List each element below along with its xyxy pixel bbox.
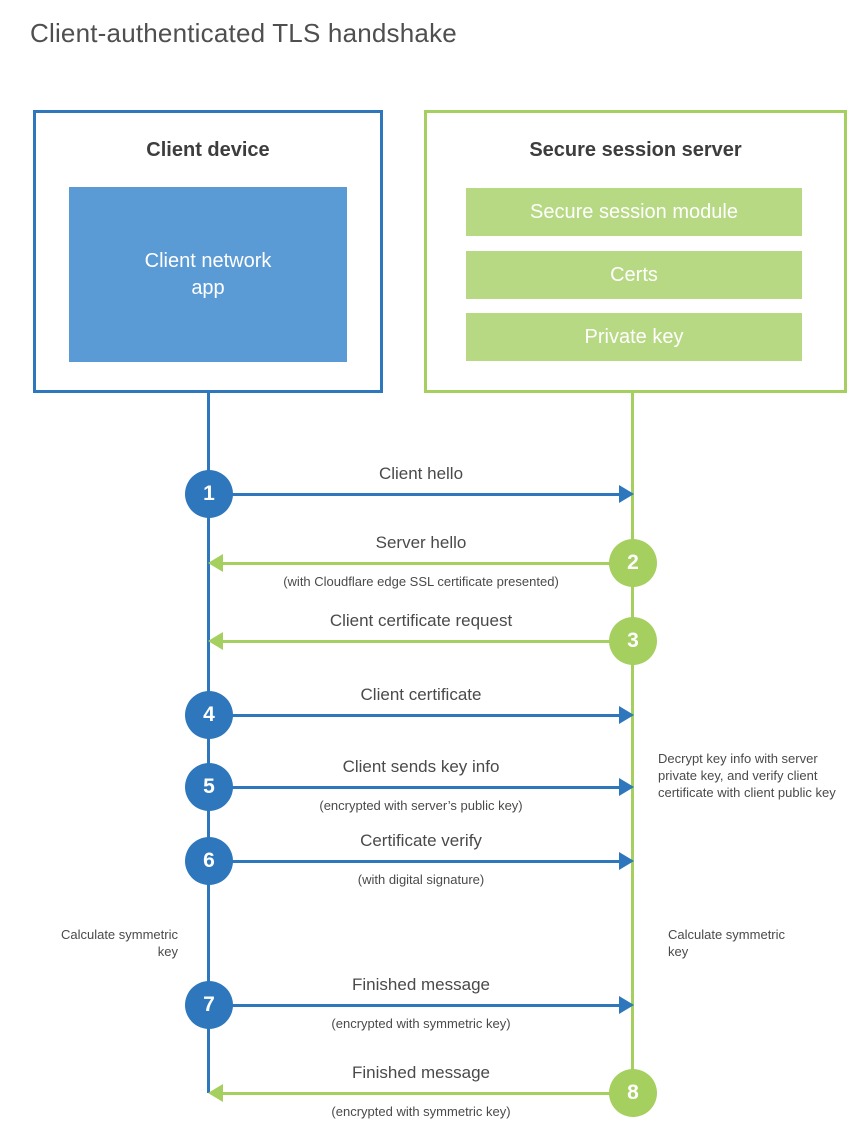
- arrowhead-right-icon: [619, 852, 634, 870]
- message-6-label: Certificate verify: [360, 831, 482, 850]
- arrowhead-right-icon: [619, 778, 634, 796]
- arrowhead-right-icon: [619, 996, 634, 1014]
- step-6-circle: 6: [185, 837, 233, 885]
- step-1-circle: 1: [185, 470, 233, 518]
- message-3-label: Client certificate request: [329, 611, 513, 630]
- server-title: Secure session server: [529, 139, 742, 161]
- message-1-label: Client hello: [378, 464, 464, 483]
- message-6-sublabel: (with digital signature): [357, 872, 485, 887]
- step-7-circle: 7: [185, 981, 233, 1029]
- arrow-line: [209, 1004, 621, 1007]
- message-5-arrow-right-icon: [209, 778, 634, 796]
- arrow-line: [221, 1092, 633, 1095]
- step-8-number: 8: [627, 1081, 639, 1104]
- step-4-number: 4: [203, 703, 215, 726]
- step-8-circle: 8: [609, 1069, 657, 1117]
- message-8-sublabel: (encrypted with symmetric key): [331, 1104, 511, 1119]
- client-network-app-box: Client network app: [69, 187, 347, 362]
- message-4-label: Client certificate: [360, 685, 482, 704]
- step-5-circle: 5: [185, 763, 233, 811]
- arrow-line: [209, 860, 621, 863]
- message-2-arrow-left-icon: [208, 554, 633, 572]
- arrowhead-left-icon: [208, 1084, 223, 1102]
- message-1-arrow-right-icon: [209, 485, 634, 503]
- message-8-label: Finished message: [352, 1063, 490, 1082]
- step-4-circle: 4: [185, 691, 233, 739]
- arrowhead-right-icon: [619, 485, 634, 503]
- server-lifeline: [631, 391, 634, 1093]
- page-title: Client-authenticated TLS handshake: [30, 18, 457, 48]
- server-module-certs: Certs: [466, 251, 802, 299]
- message-7-arrow-right-icon: [209, 996, 634, 1014]
- message-4-arrow-right-icon: [209, 706, 634, 724]
- arrowhead-left-icon: [208, 554, 223, 572]
- step-6-number: 6: [203, 849, 215, 872]
- note-calculate-symmetric-key-server: Calculate symmetric key: [668, 927, 786, 959]
- step-1-number: 1: [203, 482, 215, 505]
- message-5-label: Client sends key info: [342, 757, 500, 776]
- message-6-arrow-right-icon: [209, 852, 634, 870]
- client-device-box: Client device Client network app: [33, 110, 383, 393]
- step-7-number: 7: [203, 993, 215, 1016]
- step-3-circle: 3: [609, 617, 657, 665]
- step-5-number: 5: [203, 775, 215, 798]
- message-3-arrow-left-icon: [208, 632, 633, 650]
- step-3-number: 3: [627, 629, 639, 652]
- arrow-line: [209, 493, 621, 496]
- message-7-sublabel: (encrypted with symmetric key): [331, 1016, 511, 1031]
- arrow-line: [221, 562, 633, 565]
- arrowhead-right-icon: [619, 706, 634, 724]
- arrowhead-left-icon: [208, 632, 223, 650]
- client-network-app-label: Client network app: [144, 249, 272, 299]
- arrow-line: [209, 714, 621, 717]
- step-2-number: 2: [627, 551, 639, 574]
- step-2-circle: 2: [609, 539, 657, 587]
- secure-session-server-box: Secure session server Secure session mod…: [424, 110, 847, 393]
- message-2-label: Server hello: [375, 533, 467, 552]
- note-calculate-symmetric-key-client: Calculate symmetric key: [60, 927, 178, 959]
- client-lifeline: [207, 391, 210, 1093]
- message-7-label: Finished message: [352, 975, 490, 994]
- server-module-private-key: Private key: [466, 313, 802, 361]
- note-decrypt-key-info: Decrypt key info with server private key…: [658, 751, 836, 800]
- server-module-secure-session-module: Secure session module: [466, 188, 802, 236]
- client-device-title: Client device: [146, 139, 270, 161]
- message-2-sublabel: (with Cloudflare edge SSL certificate pr…: [283, 574, 559, 589]
- message-8-arrow-left-icon: [208, 1084, 633, 1102]
- message-5-sublabel: (encrypted with server’s public key): [319, 798, 523, 813]
- arrow-line: [209, 786, 621, 789]
- arrow-line: [221, 640, 633, 643]
